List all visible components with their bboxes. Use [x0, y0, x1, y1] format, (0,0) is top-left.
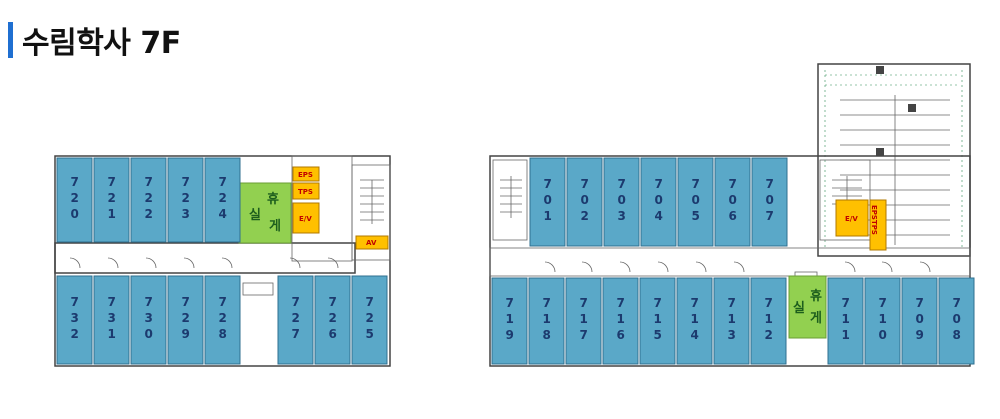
- left-av-label: AV: [366, 239, 377, 247]
- right-wing-structure: [489, 63, 971, 367]
- right-lounge: 휴 실 게: [788, 275, 827, 339]
- left-ev-label: E/V: [299, 215, 312, 223]
- left-lounge-char2: 게: [269, 219, 281, 234]
- left-tps-label: TPS: [298, 188, 313, 196]
- right-utilities: E/V EPSTPS: [835, 199, 887, 251]
- left-lounge-char1: 휴: [267, 191, 279, 207]
- left-lounge: 휴 실 게: [238, 182, 292, 244]
- right-lounge-char2: 게: [810, 311, 822, 326]
- left-lounge-char3: 실: [249, 207, 261, 223]
- right-lounge-char1: 휴: [810, 288, 822, 304]
- right-eps-tps-label: EPSTPS: [870, 205, 878, 235]
- right-ev-label: E/V: [845, 215, 858, 223]
- left-wing-structure: [54, 155, 391, 367]
- left-eps-label: EPS: [298, 171, 313, 179]
- title-accent-bar: [8, 22, 13, 58]
- left-utilities: EPS TPS E/V AV: [292, 166, 389, 250]
- right-lounge-char3: 실: [793, 300, 805, 316]
- page-title: 수림학사 7F: [22, 26, 181, 61]
